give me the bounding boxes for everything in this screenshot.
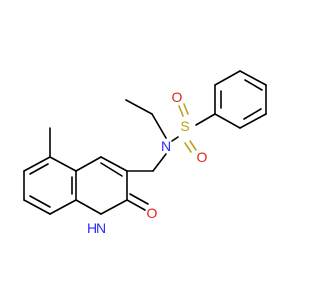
atom-nitrogen-sulfonamide: N [161, 138, 171, 154]
molecule-structure: S O O N H N O [23, 70, 267, 236]
bond [214, 113, 241, 129]
bond [75, 156, 102, 172]
bond [184, 142, 192, 153]
bond [239, 113, 267, 129]
atom-oxygen-bottom: O [197, 149, 208, 165]
atom-oxygen-top: O [172, 89, 183, 105]
bond [195, 113, 216, 126]
bond [126, 199, 146, 211]
bonds [23, 70, 267, 215]
atom-nitrogen-ring: N [96, 220, 106, 236]
atom-labels: S O O N H N O [87, 89, 208, 236]
atom-oxygen-carbonyl: O [147, 205, 158, 221]
bond [23, 156, 51, 172]
bond [29, 195, 51, 208]
atom-sulfur: S [180, 118, 189, 134]
bond [239, 70, 267, 86]
bond [171, 136, 179, 142]
bond [29, 163, 49, 175]
atom-nh-hydrogen: H [87, 220, 97, 236]
bond [100, 199, 128, 215]
bond [178, 105, 184, 117]
bond [129, 193, 149, 205]
bond [189, 140, 197, 151]
bond [244, 79, 263, 91]
bond [152, 153, 167, 172]
bond [49, 199, 77, 215]
bond [214, 70, 241, 86]
bond [75, 199, 102, 215]
bond [243, 108, 262, 120]
bond [100, 156, 128, 172]
bond [183, 103, 189, 115]
bond [49, 156, 77, 172]
bond [125, 99, 153, 115]
bond [151, 113, 167, 139]
bond [100, 162, 123, 177]
bond [23, 199, 51, 215]
